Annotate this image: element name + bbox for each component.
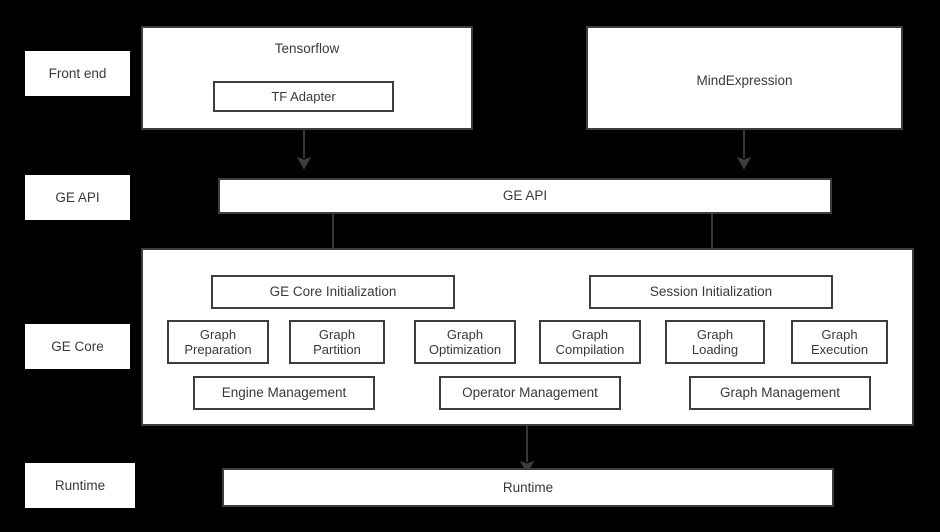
- ge-core-initialization-label: GE Core Initialization: [269, 284, 397, 300]
- layer-label-ge-api-text: GE API: [55, 189, 100, 205]
- mindexpression-panel: MindExpression: [586, 26, 903, 130]
- layer-label-ge-core-text: GE Core: [51, 338, 104, 354]
- layer-label-front-end-text: Front end: [48, 65, 107, 81]
- mindexpression-panel-title: MindExpression: [696, 73, 793, 88]
- graph-loading-node[interactable]: Graph Loading: [665, 320, 765, 364]
- session-initialization-node[interactable]: Session Initialization: [589, 275, 833, 309]
- engine-management-label: Engine Management: [221, 385, 347, 401]
- layer-label-runtime-text: Runtime: [54, 477, 106, 493]
- graph-preparation-label: Graph Preparation: [184, 326, 252, 357]
- operator-management-label: Operator Management: [462, 385, 598, 401]
- graph-execution-label: Graph Execution: [810, 326, 869, 357]
- runtime-bar-label: Runtime: [502, 479, 554, 495]
- graph-preparation-node[interactable]: Graph Preparation: [167, 320, 269, 364]
- ge-api-bar-label: GE API: [502, 188, 548, 204]
- graph-optimization-node[interactable]: Graph Optimization: [414, 320, 516, 364]
- tensorflow-panel: Tensorflow: [141, 26, 473, 130]
- layer-label-ge-api: GE API: [25, 175, 130, 220]
- graph-optimization-label: Graph Optimization: [428, 326, 502, 357]
- operator-management-node[interactable]: Operator Management: [439, 376, 621, 410]
- graph-partition-node[interactable]: Graph Partition: [289, 320, 385, 364]
- graph-management-node[interactable]: Graph Management: [689, 376, 871, 410]
- layer-label-runtime: Runtime: [25, 463, 135, 508]
- layer-label-ge-core: GE Core: [25, 324, 130, 369]
- ge-api-bar[interactable]: GE API: [218, 178, 832, 214]
- graph-compilation-label: Graph Compilation: [555, 326, 625, 357]
- engine-management-node[interactable]: Engine Management: [193, 376, 375, 410]
- graph-loading-label: Graph Loading: [691, 326, 739, 357]
- tensorflow-panel-title: Tensorflow: [274, 41, 340, 56]
- graph-partition-label: Graph Partition: [313, 326, 361, 357]
- runtime-bar[interactable]: Runtime: [222, 468, 834, 507]
- graph-execution-node[interactable]: Graph Execution: [791, 320, 888, 364]
- tf-adapter-node[interactable]: TF Adapter: [213, 81, 394, 112]
- graph-compilation-node[interactable]: Graph Compilation: [539, 320, 641, 364]
- session-initialization-label: Session Initialization: [649, 284, 773, 300]
- ge-core-initialization-node[interactable]: GE Core Initialization: [211, 275, 455, 309]
- graph-management-label: Graph Management: [719, 385, 841, 401]
- layer-label-front-end: Front end: [25, 51, 130, 96]
- tf-adapter-label: TF Adapter: [271, 88, 336, 104]
